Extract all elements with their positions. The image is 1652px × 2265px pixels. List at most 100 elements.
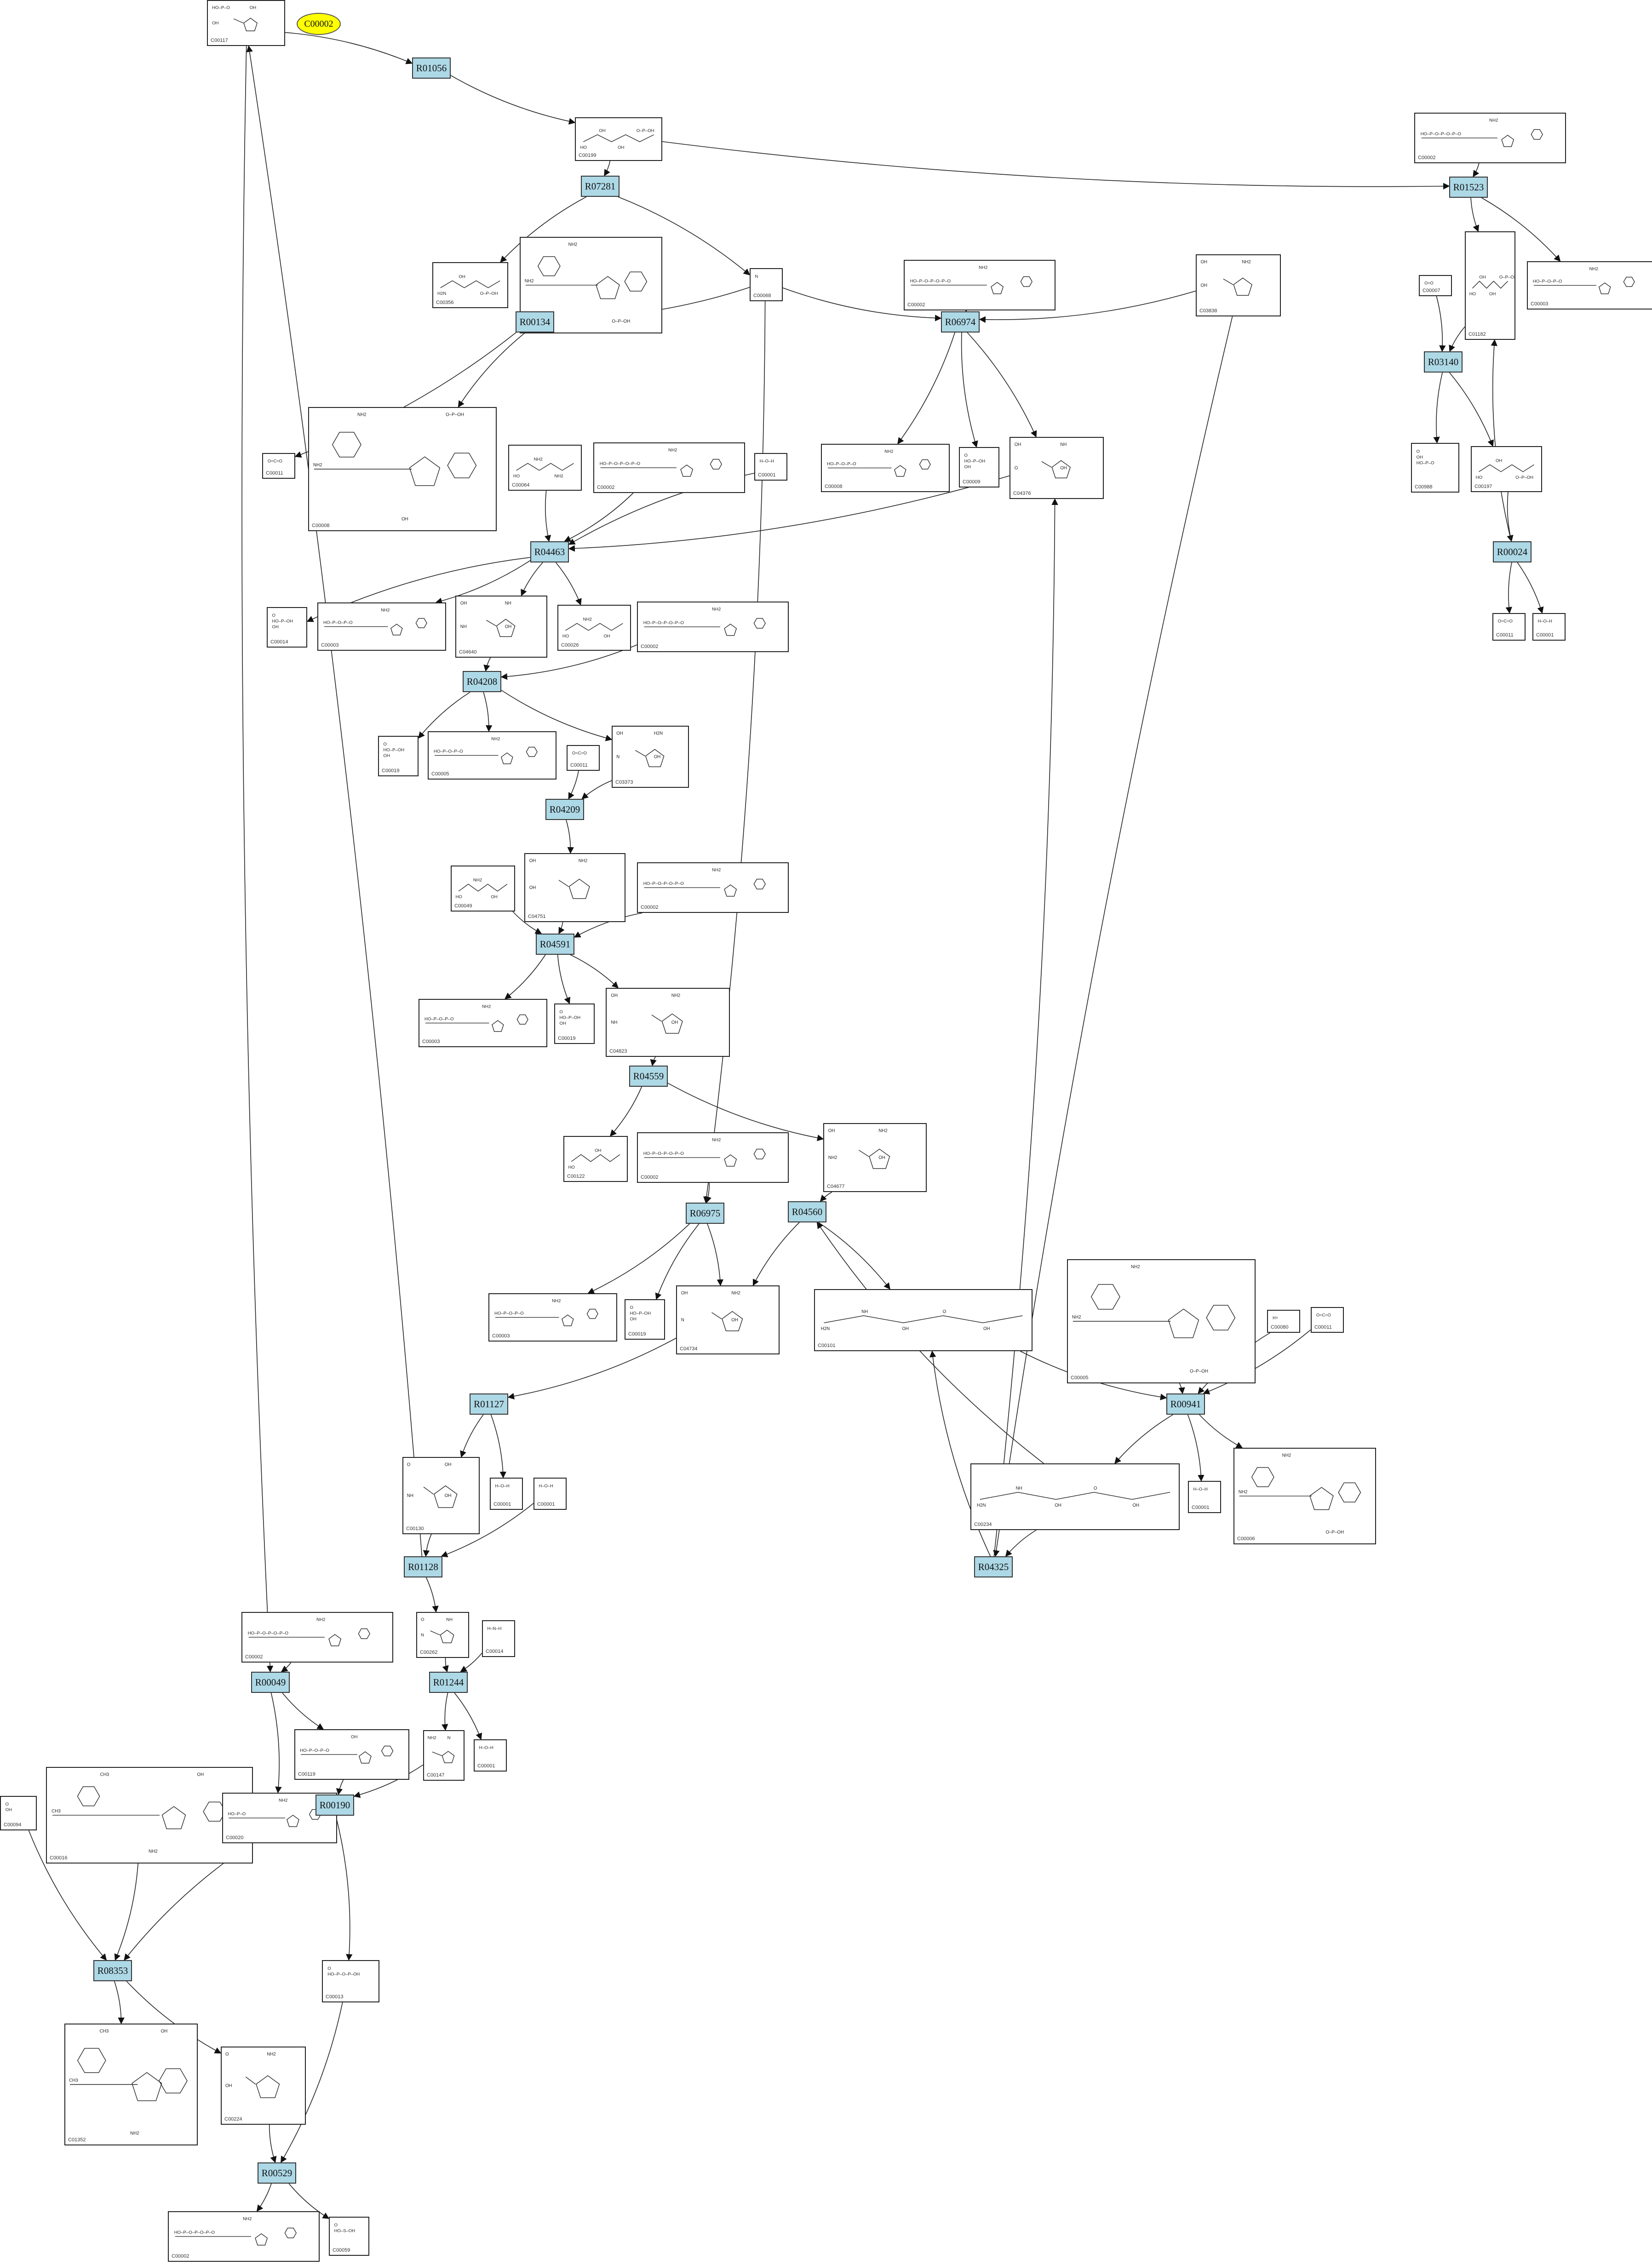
atom-label: H–N–H (487, 1626, 501, 1631)
atom-label: OH (611, 993, 618, 998)
reaction-node-r07281[interactable]: R07281 (581, 176, 620, 197)
reaction-node-r04559[interactable]: R04559 (629, 1066, 668, 1087)
edge-c32-to-r10 (581, 780, 612, 799)
reaction-node-r00024[interactable]: R00024 (1493, 541, 1532, 562)
reaction-node-r00049[interactable]: R00049 (251, 1672, 290, 1693)
reaction-node-r08353[interactable]: R08353 (93, 1960, 132, 1981)
reaction-node-r06975[interactable]: R06975 (686, 1203, 724, 1224)
reaction-node-r04463[interactable]: R04463 (530, 541, 569, 562)
edge-r7-to-c24 (521, 562, 543, 596)
compound-node-c00080[interactable]: H+C00080 (1267, 1310, 1300, 1333)
reaction-node-r01244[interactable]: R01244 (429, 1672, 468, 1693)
reaction-node-r04560[interactable]: R04560 (788, 1201, 826, 1222)
reaction-node-r00529[interactable]: R00529 (258, 2162, 296, 2184)
reaction-node-r00941[interactable]: R00941 (1166, 1393, 1205, 1415)
reaction-node-r01056[interactable]: R01056 (412, 57, 451, 79)
reaction-node-r04209[interactable]: R04209 (545, 799, 584, 820)
reaction-node-r04208[interactable]: R04208 (463, 671, 501, 692)
reaction-node-r04325[interactable]: R04325 (974, 1556, 1013, 1577)
reaction-node-r00190[interactable]: R00190 (315, 1795, 354, 1816)
structure-drawing (516, 463, 574, 471)
reaction-node-r00134[interactable]: R00134 (516, 311, 554, 333)
reaction-node-r03140[interactable]: R03140 (1424, 351, 1463, 373)
atom-label: OH (197, 1772, 204, 1778)
structure-drawing (486, 619, 516, 637)
atom-label: O (630, 1305, 633, 1310)
reaction-node-r01128[interactable]: R01128 (404, 1556, 442, 1577)
reaction-node-r01523[interactable]: R01523 (1449, 177, 1488, 198)
reaction-node-r04591[interactable]: R04591 (536, 934, 574, 955)
start-node-ellipse[interactable]: C00002 (297, 13, 341, 35)
reaction-node-r06974[interactable]: R06974 (941, 311, 980, 333)
reaction-node-r01127[interactable]: R01127 (470, 1393, 508, 1415)
